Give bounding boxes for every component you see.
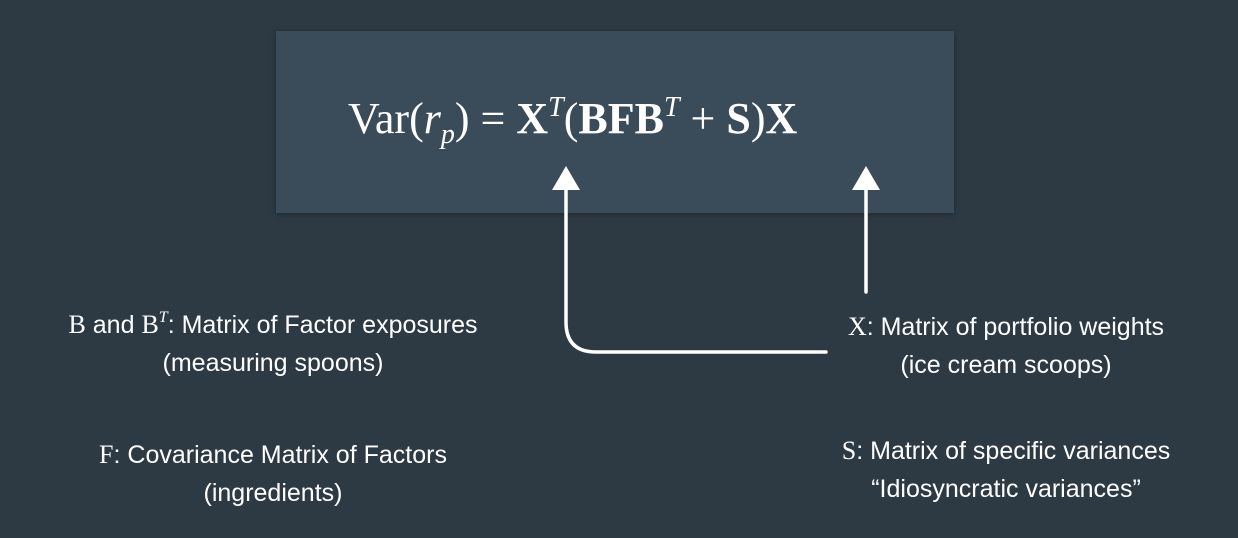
label-portfolio-weights-line2: (ice cream scoops) <box>900 351 1112 379</box>
symbol-b2: B <box>141 310 159 339</box>
label-specific-variances-line1: S: Matrix of specific variances <box>776 432 1236 470</box>
label-covariance-factors-text: : Covariance Matrix of Factors <box>113 441 447 469</box>
label-portfolio-weights-line1: X: Matrix of portfolio weights <box>796 308 1216 346</box>
formula-t2: T <box>663 92 680 124</box>
label-factor-exposures-line1: B and BT: Matrix of Factor exposures <box>8 306 538 344</box>
formula-box: Var(rp) = XT(BFBT + S)X <box>276 31 954 213</box>
formula-open: ( <box>563 94 579 143</box>
symbol-b: B <box>68 310 86 339</box>
label-covariance-factors-line2: (ingredients) <box>203 479 343 507</box>
label-and: and <box>85 311 142 339</box>
label-portfolio-weights: X: Matrix of portfolio weights (ice crea… <box>796 308 1216 384</box>
formula-plus: + <box>679 94 727 143</box>
label-factor-exposures: B and BT: Matrix of Factor exposures (me… <box>8 306 538 382</box>
formula-rparen-eq: ) = <box>454 94 517 143</box>
formula-x2: X <box>765 94 798 143</box>
formula-bfb: BFB <box>578 94 664 143</box>
formula-r: r <box>423 94 441 143</box>
formula-p: p <box>440 118 455 150</box>
label-covariance-factors: F: Covariance Matrix of Factors (ingredi… <box>8 436 538 512</box>
label-specific-variances-text: : Matrix of specific variances <box>856 437 1171 465</box>
formula-var: Var <box>348 94 410 143</box>
symbol-x: X <box>847 312 867 341</box>
label-covariance-factors-line1: F: Covariance Matrix of Factors <box>8 436 538 474</box>
symbol-s: S <box>841 436 857 465</box>
symbol-b-transpose: BT <box>141 308 168 339</box>
symbol-f: F <box>99 440 114 469</box>
label-factor-exposures-text: : Matrix of Factor exposures <box>167 311 478 339</box>
symbol-t: T <box>158 308 168 326</box>
formula-s: S <box>726 94 751 143</box>
label-factor-exposures-line2: (measuring spoons) <box>162 349 384 377</box>
formula-x1: X <box>516 94 549 143</box>
label-portfolio-weights-text: : Matrix of portfolio weights <box>866 313 1165 341</box>
label-specific-variances-line2: “Idiosyncratic variances” <box>871 475 1141 503</box>
label-specific-variances: S: Matrix of specific variances “Idiosyn… <box>776 432 1236 508</box>
formula-lparen: ( <box>409 94 424 143</box>
formula-expression: Var(rp) = XT(BFBT + S)X <box>348 92 798 149</box>
formula-t1: T <box>548 92 564 124</box>
formula-close: ) <box>750 94 766 143</box>
